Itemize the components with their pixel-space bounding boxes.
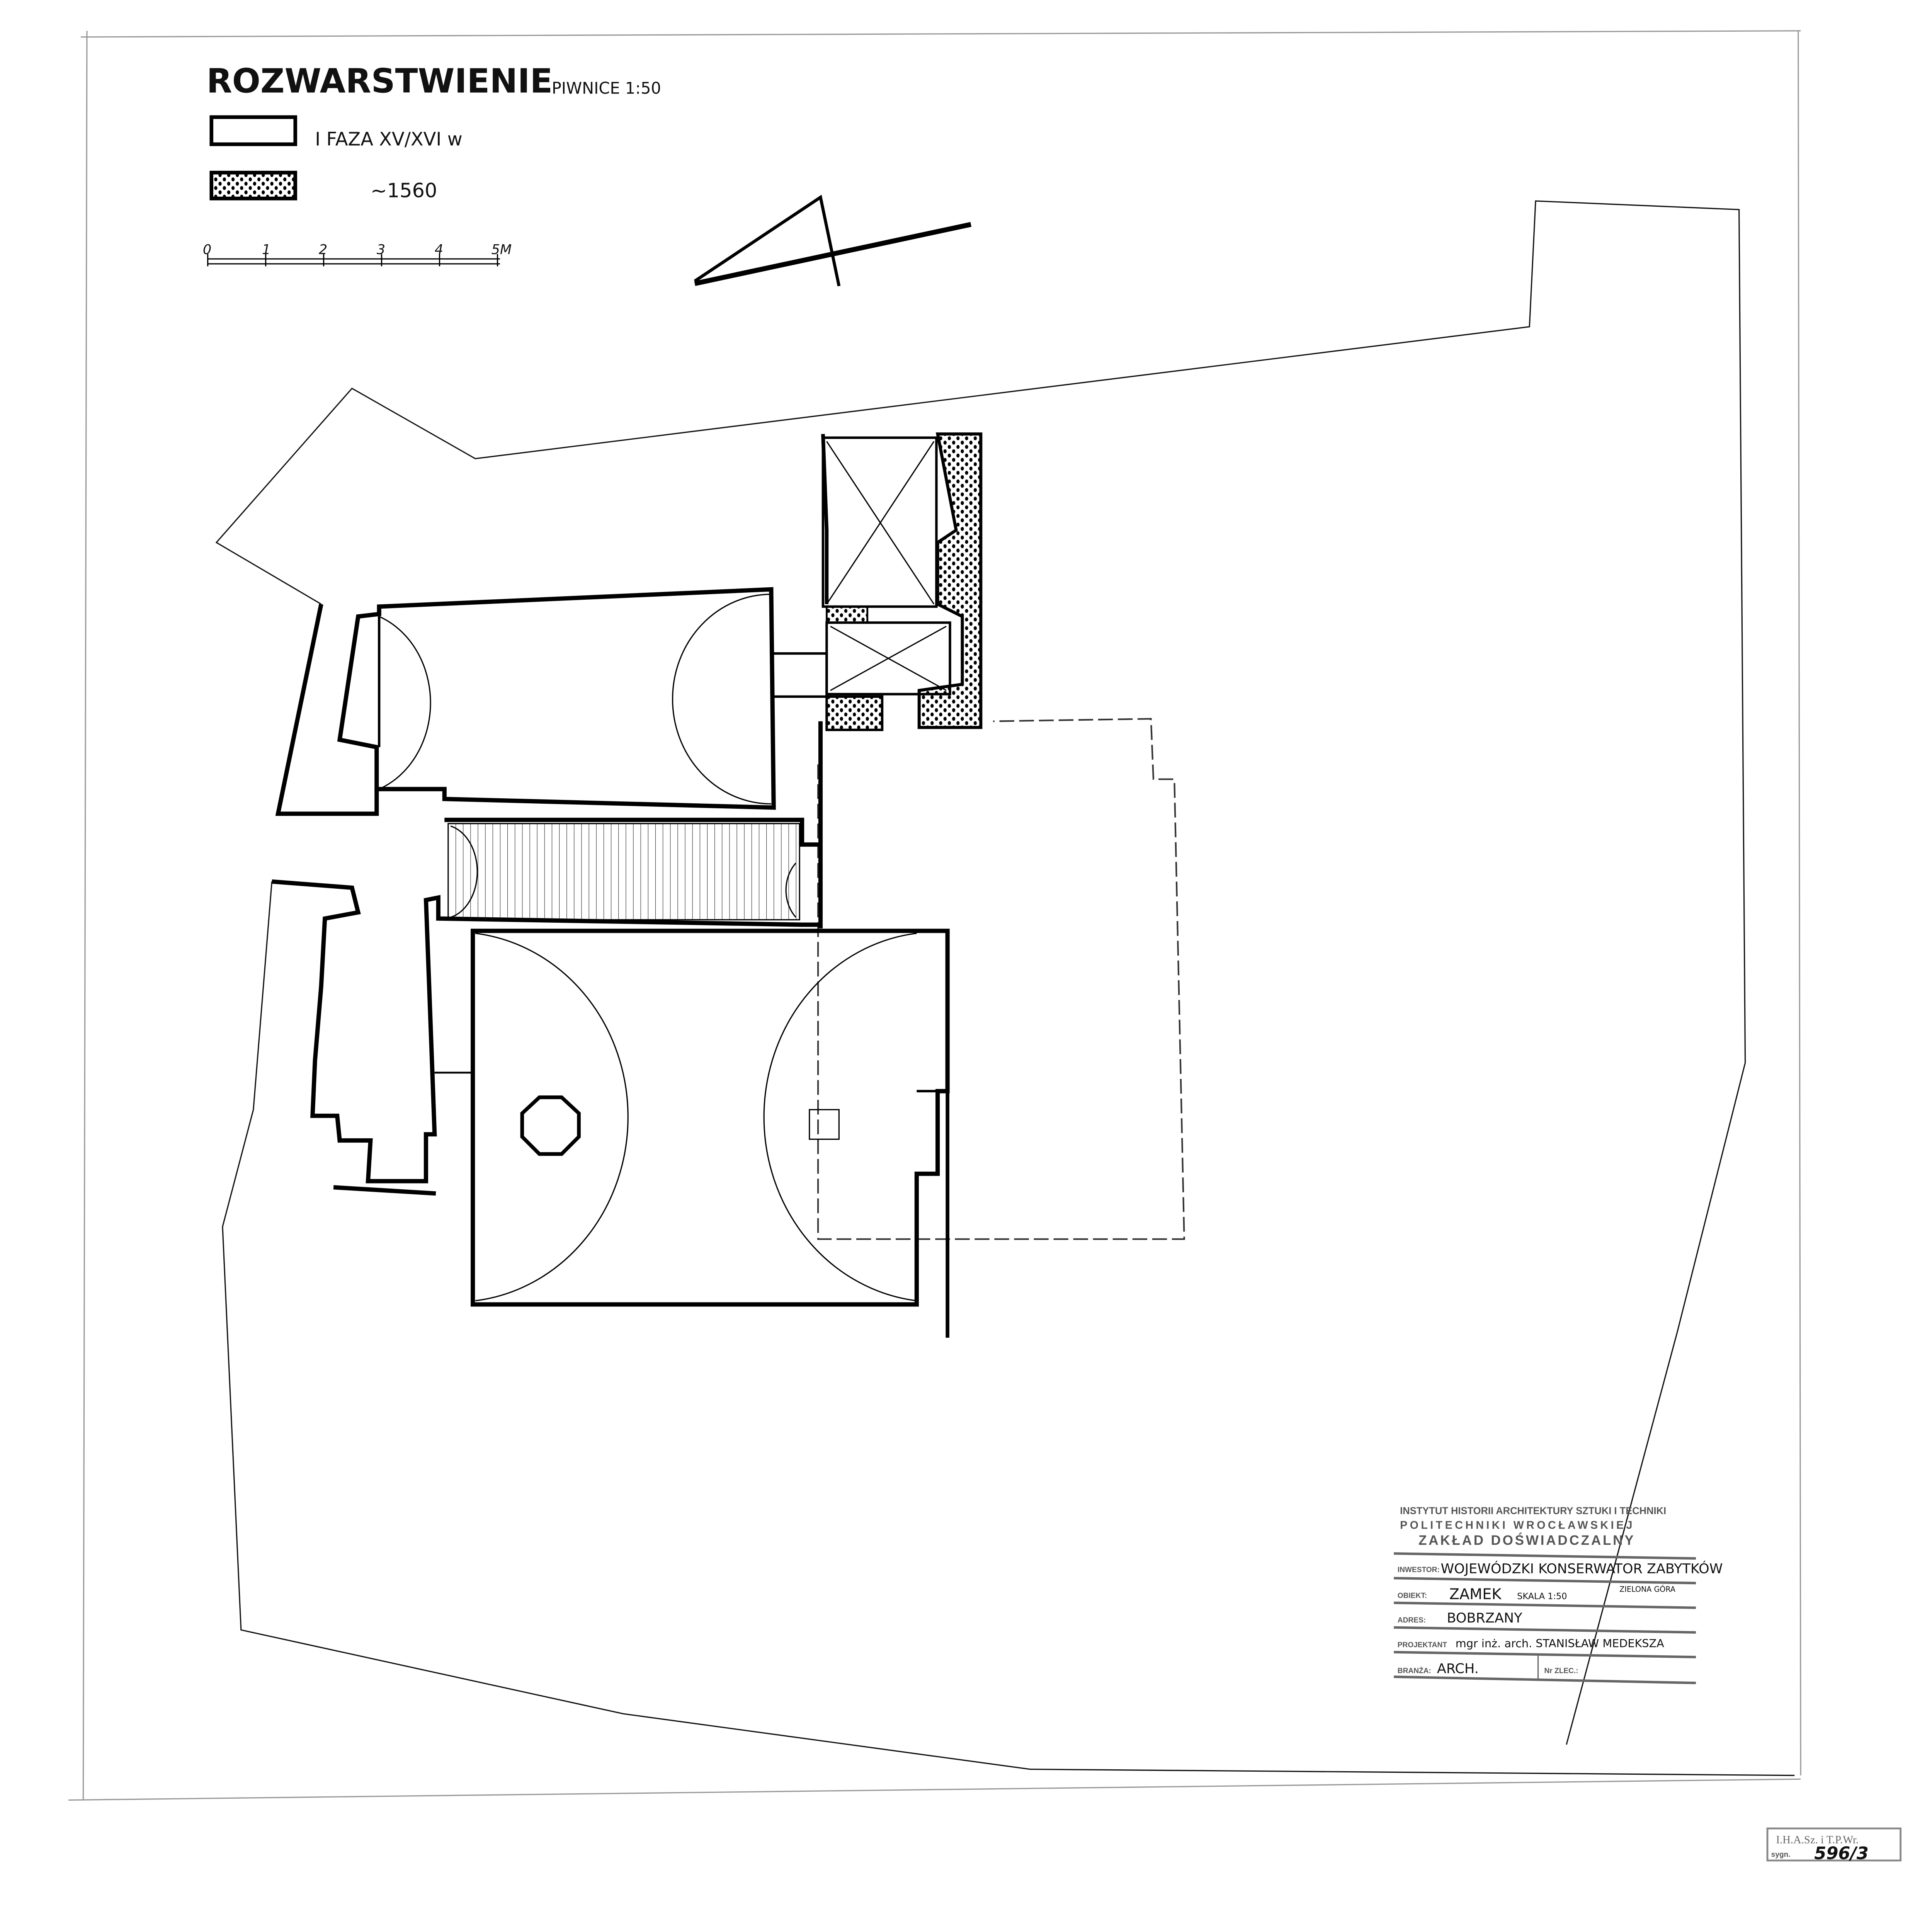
- legend-swatch-stippled: [209, 170, 297, 201]
- legend-label-phase1: I FAZA XV/XVI w: [315, 129, 463, 150]
- square-pillar: [809, 1109, 840, 1140]
- designer-value: mgr inż. arch. STANISŁAW MEDEKSZA: [1456, 1637, 1664, 1650]
- institute-line-1: INSTYTUT HISTORII ARCHITEKTURY SZTUKI I …: [1400, 1505, 1666, 1516]
- legend: I FAZA XV/XVI w ~1560: [209, 115, 463, 202]
- institute-line-3: ZAKŁAD DOŚWIADCZALNY: [1418, 1532, 1635, 1548]
- stair-arc-left: [450, 825, 478, 918]
- scale-tick-5: 5M: [492, 242, 512, 257]
- address-value: BOBRZANY: [1447, 1610, 1522, 1626]
- tower-block: [821, 432, 983, 731]
- north-arrow-icon: [694, 194, 972, 287]
- legend-label-1560: ~1560: [371, 180, 437, 202]
- investor-label: INWESTOR:: [1398, 1566, 1440, 1574]
- archive-stamp: I.H.A.Sz. i T.P.Wr. sygn. 596/3: [1766, 1827, 1902, 1864]
- sheet-border: [68, 30, 1801, 1801]
- drawing-subtitle: PIWNICE 1:50: [552, 79, 661, 98]
- address-label: ADRES:: [1398, 1616, 1426, 1624]
- archive-sygn-value: 596/3: [1814, 1844, 1869, 1864]
- scale-tick-2: 2: [319, 242, 327, 257]
- branch-label: BRANŻA:: [1398, 1667, 1431, 1675]
- object-value: ZAMEK: [1449, 1585, 1502, 1603]
- legend-swatch-plain: [209, 115, 297, 146]
- corridor-walls: [272, 604, 828, 1196]
- scale-tick-1: 1: [262, 242, 270, 257]
- upper-cellar: [337, 587, 776, 810]
- scale-value: SKALA 1:50: [1517, 1591, 1567, 1601]
- scale-bar: [207, 254, 500, 267]
- former-building-outline: [817, 718, 1185, 1240]
- order-label: Nr ZLEC.:: [1544, 1667, 1578, 1675]
- lower-cellar: [434, 929, 950, 1338]
- stair-arc-right: [785, 862, 796, 918]
- investor-value: WOJEWÓDZKI KONSERWATOR ZABYTKÓW: [1440, 1560, 1723, 1577]
- drawing-title: ROZWARSTWIENIE: [206, 62, 553, 100]
- archive-stamp-line1: I.H.A.Sz. i T.P.Wr.: [1776, 1833, 1859, 1846]
- staircase: [447, 823, 800, 920]
- branch-value: ARCH.: [1437, 1661, 1479, 1677]
- octagonal-pillar: [520, 1095, 581, 1156]
- scale-tick-0: 0: [203, 242, 211, 257]
- investor-city: ZIELONA GÓRA: [1619, 1584, 1675, 1594]
- institute-line-2: POLITECHNIKI WROCŁAWSKIEJ: [1400, 1519, 1635, 1532]
- scale-tick-4: 4: [435, 242, 443, 257]
- designer-label: PROJEKTANT: [1398, 1641, 1447, 1649]
- site-boundary: [215, 200, 1746, 1745]
- site-boundary-lower: [222, 881, 1795, 1776]
- scale-bar-labels: 0 1 2 3 4 5M: [203, 242, 512, 257]
- title-block: INSTYTUT HISTORII ARCHITEKTURY SZTUKI I …: [1394, 1505, 1723, 1684]
- object-label: OBIEKT:: [1398, 1592, 1427, 1600]
- archive-sygn-label: sygn.: [1771, 1850, 1791, 1859]
- scale-tick-3: 3: [377, 242, 385, 257]
